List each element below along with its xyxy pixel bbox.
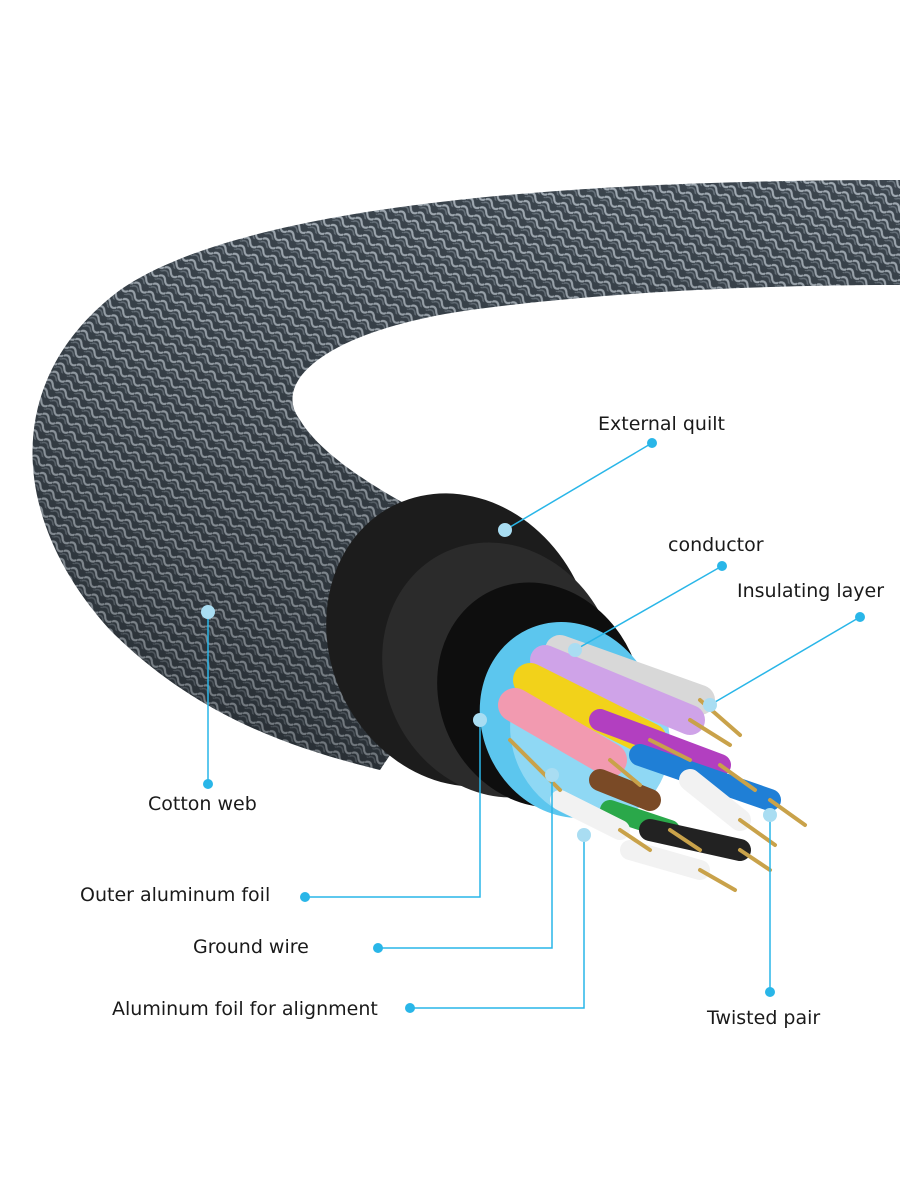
label-twisted-pair: Twisted pair [707, 1007, 821, 1029]
cable-braid [32, 180, 900, 770]
leader-lines [207, 442, 861, 1009]
label-outer-aluminum-foil: Outer aluminum foil [80, 884, 271, 906]
label-cotton-web: Cotton web [148, 793, 257, 815]
leader-dots [201, 438, 865, 1013]
label-aluminum-foil-alignment: Aluminum foil for alignment [112, 998, 378, 1020]
label-conductor: conductor [668, 534, 764, 556]
label-ground-wire: Ground wire [193, 936, 309, 958]
label-external-quilt: External quilt [598, 413, 725, 435]
wire-bundle [498, 635, 807, 892]
label-insulating-layer: Insulating layer [737, 580, 885, 602]
